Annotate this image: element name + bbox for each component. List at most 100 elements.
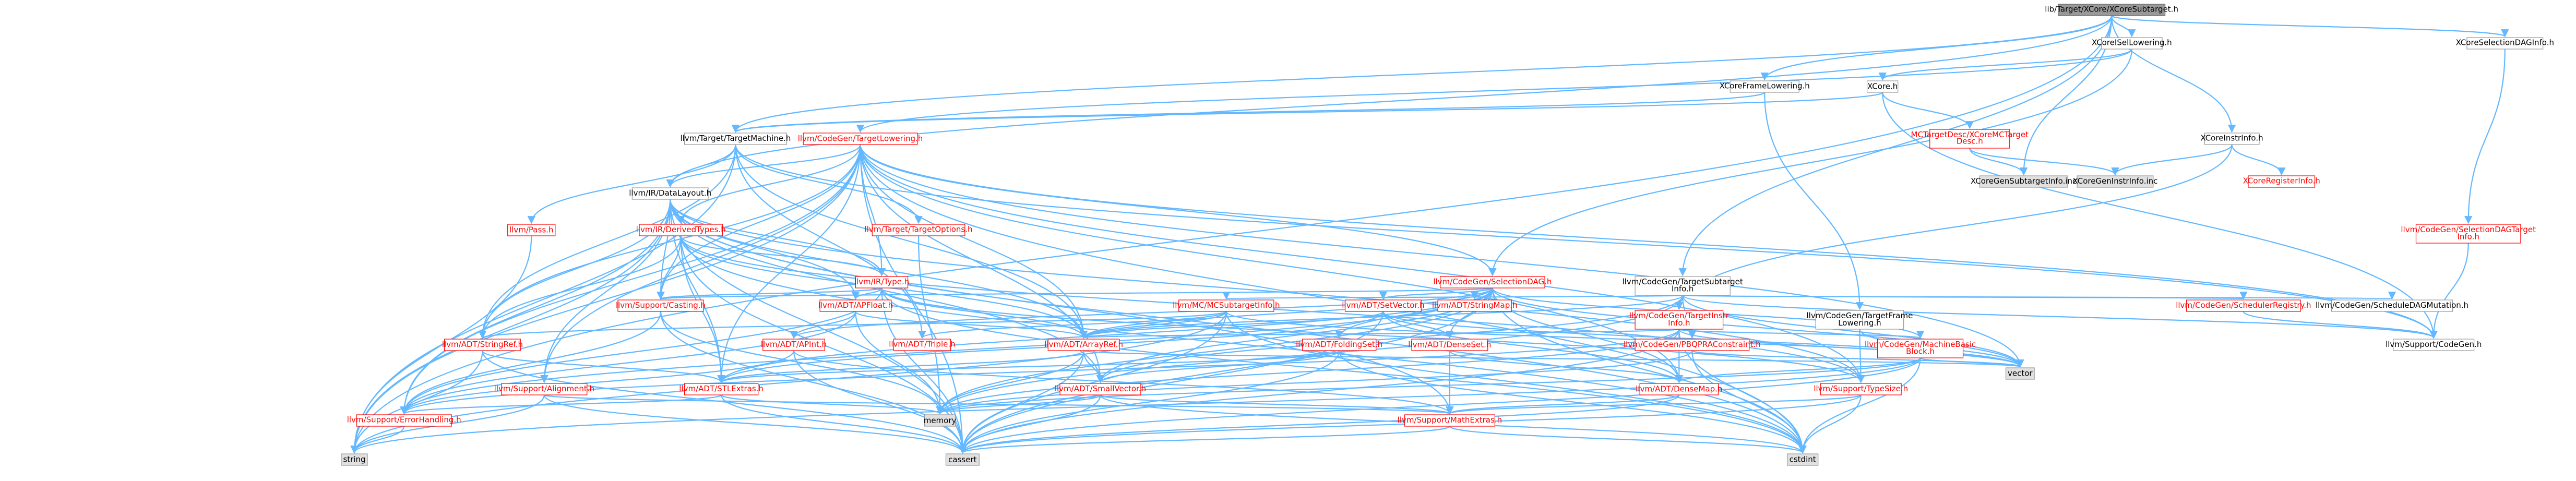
edge-instrinfo-to-reginfo: [2231, 144, 2286, 176]
node-box: [1866, 80, 1899, 93]
node-label: llvm/Support/MathExtras.h: [1398, 415, 1502, 425]
node-box: [762, 339, 825, 351]
edge-sdag-to-memory: [936, 287, 1493, 415]
edge-root-to-dl: [666, 15, 2113, 188]
node-box: [2466, 37, 2544, 50]
node-type[interactable]: llvm/IR/Type.h: [854, 276, 910, 288]
node-triple[interactable]: llvm/ADT/Triple.h: [889, 339, 956, 351]
node-sdag[interactable]: llvm/CodeGen/SelectionDAG.h: [1433, 276, 1552, 288]
node-dt[interactable]: llvm/IR/DerivedTypes.h: [636, 224, 726, 236]
edge-mcsti-to-cstdint: [1225, 311, 1807, 454]
node-strmap[interactable]: llvm/ADT/StringMap.h: [1432, 299, 1518, 312]
node-pass[interactable]: llvm/Pass.h: [507, 224, 556, 236]
edge-mathext-to-cstdint: [1449, 425, 1807, 454]
node-arrref[interactable]: llvm/ADT/ArrayRef.h: [1044, 339, 1123, 351]
node-seldag[interactable]: XCoreSelectionDAGInfo.h: [2456, 37, 2554, 50]
node-tgopt[interactable]: llvm/Target/TargetOptions.h: [865, 224, 973, 236]
node-label: llvm/MC/MCSubtargetInfo.h: [1173, 300, 1280, 310]
node-framelow[interactable]: XCoreFrameLowering.h: [1720, 80, 1810, 93]
node-label: vector: [2008, 369, 2033, 378]
node-instinc[interactable]: XCoreGenInstrInfo.inc: [2073, 175, 2158, 188]
node-strref[interactable]: llvm/ADT/StringRef.h: [442, 339, 523, 351]
node-label: llvm/CodeGen/PBQPRAConstraint.h: [1624, 340, 1761, 349]
node-label: XCoreGenSubtargetInfo.inc: [1971, 176, 2077, 186]
node-mcsti[interactable]: llvm/MC/MCSubtargetInfo.h: [1173, 299, 1280, 312]
node-cgtl[interactable]: llvm/CodeGen/TargetLowering.h: [798, 133, 923, 145]
node-box: [507, 224, 556, 236]
edge-cgtl-to-sdag: [860, 144, 1497, 276]
node-box: [1815, 310, 1904, 330]
node-instrinfo[interactable]: XCoreInstrInfo.h: [2201, 133, 2263, 145]
edge-root-to-tm: [732, 15, 2113, 133]
node-densemap[interactable]: llvm/ADT/DenseMap.h: [1636, 383, 1722, 395]
node-xcore[interactable]: XCore.h: [1866, 80, 1899, 93]
node-setlow[interactable]: XCoreISelLowering.h: [2092, 37, 2172, 50]
edge-foldset-to-smallvec: [1096, 350, 1340, 383]
node-label: llvm/ADT/FoldingSet.h: [1296, 340, 1382, 349]
node-foldset[interactable]: llvm/ADT/FoldingSet.h: [1296, 339, 1382, 351]
node-box: [924, 414, 956, 427]
node-schedreg[interactable]: llvm/CodeGen/SchedulerRegistry.h: [2176, 299, 2311, 312]
node-label: llvm/ADT/ArrayRef.h: [1044, 340, 1123, 349]
node-codegen[interactable]: llvm/Support/CodeGen.h: [2386, 339, 2482, 351]
node-subinc[interactable]: XCoreGenSubtargetInfo.inc: [1971, 175, 2077, 188]
node-vector[interactable]: vector: [2005, 367, 2035, 380]
node-label: llvm/ADT/STLExtras.h: [679, 384, 764, 393]
edge-tsi-to-codegen: [1682, 295, 2438, 339]
edge-typesize-to-cstdint: [1798, 394, 1862, 454]
node-box: [1302, 339, 1377, 351]
node-box: [893, 339, 951, 351]
node-typesize[interactable]: llvm/Support/TypeSize.h: [1814, 383, 1908, 395]
edge-densemap-to-cassert: [958, 394, 1680, 454]
node-stlext[interactable]: llvm/ADT/STLExtras.h: [679, 383, 764, 395]
node-string[interactable]: string: [341, 453, 368, 466]
node-cassert[interactable]: cassert: [945, 453, 980, 466]
edge-type-to-errh: [400, 287, 882, 415]
node-label: llvm/ADT/StringMap.h: [1432, 300, 1518, 310]
node-mathext[interactable]: llvm/Support/MathExtras.h: [1398, 414, 1502, 427]
node-label: llvm/CodeGen/SchedulerRegistry.h: [2176, 300, 2311, 310]
edge-tii-to-cassert: [958, 329, 1680, 454]
node-cstdint[interactable]: cstdint: [1786, 453, 1819, 466]
edge-mcsti-to-arrref: [1080, 311, 1227, 339]
node-box: [1635, 310, 1724, 330]
node-label: llvm/ADT/SmallVector.h: [1055, 384, 1146, 393]
node-label: XCoreRegisterInfo.h: [2243, 176, 2320, 186]
node-smallvec[interactable]: llvm/ADT/SmallVector.h: [1055, 383, 1146, 395]
node-denseset[interactable]: llvm/ADT/DenseSet.h: [1408, 339, 1491, 351]
edge-dl-to-typesize: [670, 199, 1865, 383]
edge-apint-to-errh: [400, 350, 795, 415]
node-tm[interactable]: llvm/Target/TargetMachine.h: [681, 133, 791, 145]
edge-mbb-to-cstdint: [1798, 357, 1921, 454]
node-box: [1929, 129, 2010, 149]
node-pbqp[interactable]: llvm/CodeGen/PBQPRAConstraint.h: [1624, 339, 1761, 351]
edge-dt-to-casting: [657, 235, 682, 300]
edge-sdag-to-casting: [658, 287, 1493, 300]
node-dl[interactable]: llvm/IR/DataLayout.h: [629, 187, 711, 200]
edge-smallvec-to-cassert: [958, 394, 1101, 454]
edge-tii-to-arrref: [1080, 328, 1680, 339]
node-schedmut[interactable]: llvm/CodeGen/ScheduleDAGMutation.h: [2316, 299, 2468, 312]
node-reginfo[interactable]: XCoreRegisterInfo.h: [2243, 175, 2320, 188]
node-memory[interactable]: memory: [924, 414, 957, 427]
node-apint[interactable]: llvm/ADT/APInt.h: [761, 339, 827, 351]
edge-casting-to-errh: [400, 311, 662, 415]
node-casting[interactable]: llvm/Support/Casting.h: [616, 299, 706, 312]
node-setvec[interactable]: llvm/ADT/SetVector.h: [1342, 299, 1424, 312]
node-errh[interactable]: llvm/Support/ErrorHandling.h: [347, 414, 461, 427]
edge-setvec-to-densemap: [1382, 311, 1683, 383]
node-label: llvm/Support/CodeGen.h: [2386, 340, 2482, 349]
node-align[interactable]: llvm/Support/Alignment.h: [494, 383, 594, 395]
node-box: [1635, 276, 1731, 296]
edge-tm-to-tgopt: [735, 144, 923, 224]
node-apfloat[interactable]: llvm/ADT/APFloat.h: [818, 299, 893, 312]
edge-casting-to-memory: [660, 311, 944, 415]
